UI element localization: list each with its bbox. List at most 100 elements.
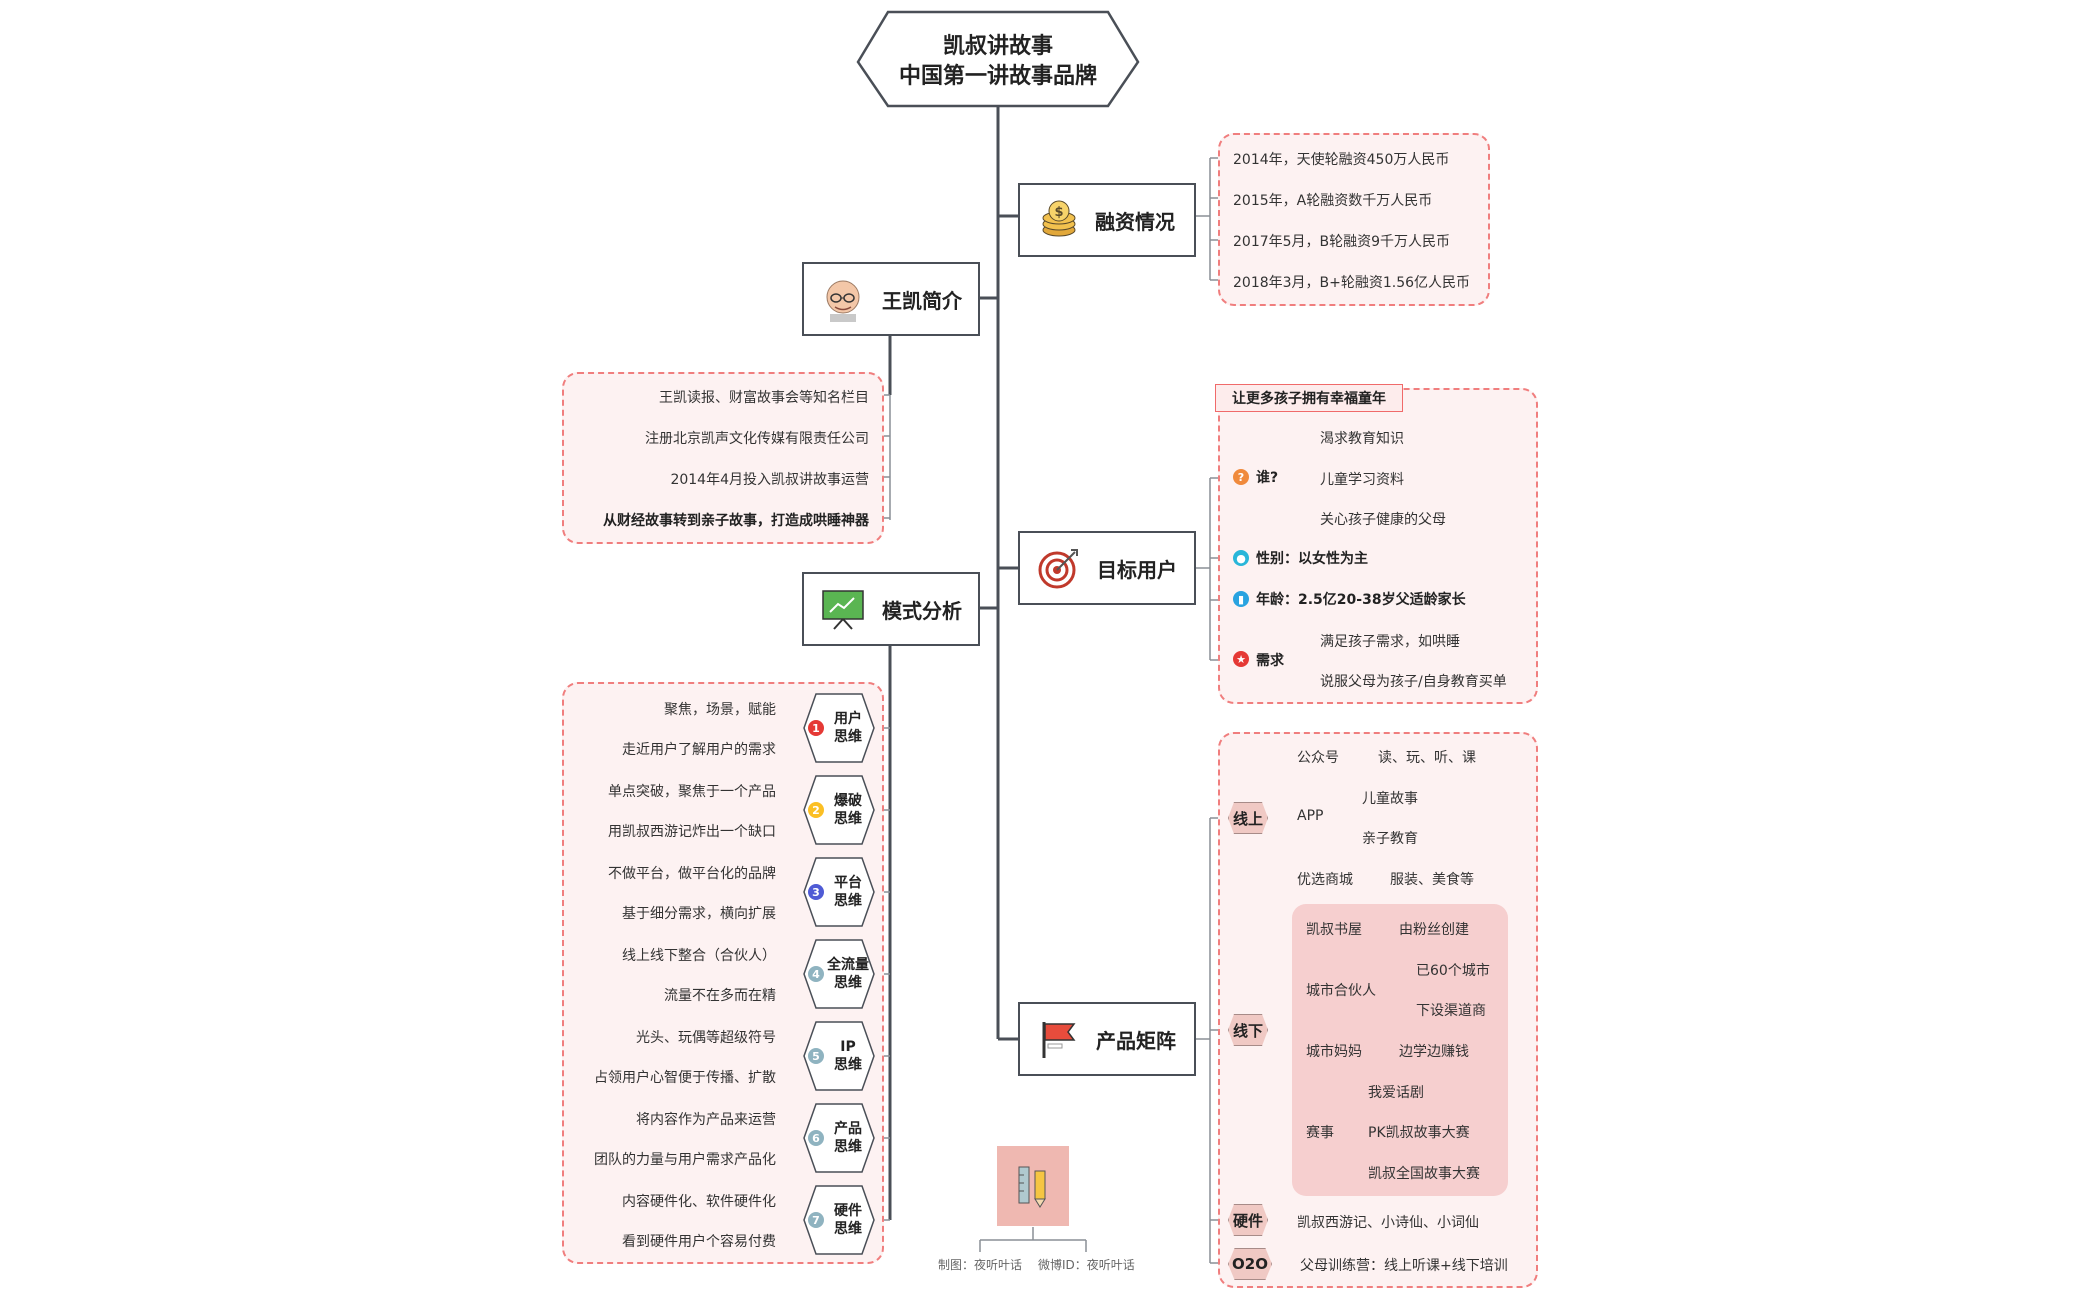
target-icon bbox=[1037, 546, 1081, 590]
offline-partner-item-2: 下设渠道商 bbox=[1416, 1003, 1486, 1019]
target-topic[interactable]: 目标用户 bbox=[1018, 531, 1196, 605]
presentation-board-icon bbox=[820, 588, 866, 630]
coins-icon: $ bbox=[1039, 200, 1079, 240]
model-item-label: IP bbox=[840, 1039, 856, 1055]
model-topic[interactable]: 模式分析 bbox=[802, 572, 980, 646]
model-item-number: 5 bbox=[808, 1048, 824, 1064]
target-needs-label: 需求 bbox=[1256, 653, 1284, 669]
online-gzh-value: 读、玩、听、课 bbox=[1378, 750, 1476, 766]
target-gender: 性别：以女性为主 bbox=[1256, 551, 1368, 567]
target-who-label: 谁? bbox=[1256, 470, 1279, 486]
offline-tag[interactable]: 线下 bbox=[1228, 1014, 1268, 1046]
ruler-pencil-icon bbox=[1018, 1166, 1046, 1208]
hardware-tag[interactable]: 硬件 bbox=[1228, 1204, 1268, 1236]
offline-partner-label: 城市合伙人 bbox=[1306, 983, 1376, 999]
model-item-number: 6 bbox=[808, 1130, 824, 1146]
offline-shop-value: 由粉丝创建 bbox=[1399, 922, 1469, 938]
model-item-text: 光头、玩偶等超级符号 bbox=[636, 1030, 776, 1046]
offline-contest-item-2: PK凯叔故事大赛 bbox=[1368, 1125, 1470, 1141]
root-title-line2: 中国第一讲故事品牌 bbox=[898, 64, 1097, 89]
profile-title: 王凯简介 bbox=[882, 288, 962, 313]
model-item-hexagon[interactable] bbox=[803, 775, 875, 845]
footer-weibo: 微博ID：夜听叶话 bbox=[1038, 1258, 1135, 1272]
model-item-label: 平台 bbox=[834, 875, 862, 891]
funding-item-1: 2014年，天使轮融资450万人民币 bbox=[1233, 152, 1450, 168]
model-item-label: 思维 bbox=[834, 1139, 862, 1155]
root-hexagon bbox=[856, 10, 1140, 108]
model-item-label: 思维 bbox=[834, 1221, 862, 1237]
flag-icon bbox=[1038, 1018, 1080, 1060]
offline-contest-item-1: 我爱话剧 bbox=[1368, 1085, 1424, 1101]
funding-title: 融资情况 bbox=[1095, 209, 1175, 234]
offline-contest-item-3: 凯叔全国故事大赛 bbox=[1368, 1166, 1480, 1182]
offline-contest-label: 赛事 bbox=[1306, 1125, 1334, 1141]
model-item-hexagon[interactable] bbox=[803, 857, 875, 927]
model-item-hexagon[interactable] bbox=[803, 693, 875, 763]
funding-item-3: 2017年5月，B轮融资9千万人民币 bbox=[1233, 234, 1451, 250]
o2o-value: 父母训练营：线上听课+线下培训 bbox=[1300, 1258, 1508, 1274]
model-item-hexagon[interactable] bbox=[803, 1185, 875, 1255]
model-item-text: 看到硬件用户个容易付费 bbox=[622, 1234, 776, 1250]
svg-text:$: $ bbox=[1054, 205, 1063, 220]
hardware-value: 凯叔西游记、小诗仙、小词仙 bbox=[1297, 1215, 1479, 1231]
person-icon: ● bbox=[1233, 550, 1249, 566]
model-item-label: 思维 bbox=[834, 811, 862, 827]
online-app-label: APP bbox=[1297, 808, 1324, 824]
model-item-label: 硬件 bbox=[834, 1203, 862, 1219]
root-title-line1: 凯叔讲故事 bbox=[942, 34, 1053, 59]
online-app-item-1: 儿童故事 bbox=[1362, 791, 1418, 807]
target-who-item-3: 关心孩子健康的父母 bbox=[1320, 512, 1446, 528]
model-item-hexagon[interactable] bbox=[803, 1103, 875, 1173]
model-item-number: 7 bbox=[808, 1212, 824, 1228]
target-needs-item-2: 说服父母为孩子/自身教育买单 bbox=[1320, 674, 1507, 690]
model-item-text: 聚焦，场景，赋能 bbox=[664, 702, 776, 718]
profile-item-4: 从财经故事转到亲子故事，打造成哄睡神器 bbox=[603, 513, 869, 529]
profile-group bbox=[562, 372, 884, 544]
profile-topic[interactable]: 王凯简介 bbox=[802, 262, 980, 336]
model-item-text: 流量不在多而在精 bbox=[664, 988, 776, 1004]
model-item-label: 思维 bbox=[834, 1057, 862, 1073]
model-item-number: 3 bbox=[808, 884, 824, 900]
model-item-text: 基于细分需求，横向扩展 bbox=[622, 906, 776, 922]
model-item-label: 思维 bbox=[834, 893, 862, 909]
model-item-number: 4 bbox=[808, 966, 824, 982]
model-item-text: 单点突破，聚焦于一个产品 bbox=[608, 784, 776, 800]
profile-item-2: 注册北京凯声文化传媒有限责任公司 bbox=[645, 431, 869, 447]
funding-topic[interactable]: $ 融资情况 bbox=[1018, 183, 1196, 257]
model-item-label: 爆破 bbox=[834, 793, 862, 809]
model-item-hexagon[interactable] bbox=[803, 939, 875, 1009]
profile-item-3: 2014年4月投入凯叔讲故事运营 bbox=[670, 472, 869, 488]
model-item-text: 将内容作为产品来运营 bbox=[636, 1112, 776, 1128]
model-item-number: 2 bbox=[808, 802, 824, 818]
offline-partner-item-1: 已60个城市 bbox=[1416, 963, 1490, 979]
model-item-label: 思维 bbox=[834, 729, 862, 745]
question-icon: ? bbox=[1233, 469, 1249, 485]
model-item-text: 内容硬件化、软件硬件化 bbox=[622, 1194, 776, 1210]
online-app-item-2: 亲子教育 bbox=[1362, 831, 1418, 847]
model-item-text: 走近用户了解用户的需求 bbox=[622, 742, 776, 758]
target-who-item-2: 儿童学习资料 bbox=[1320, 472, 1404, 488]
online-mall-value: 服装、美食等 bbox=[1390, 872, 1474, 888]
model-item-label: 产品 bbox=[834, 1121, 862, 1137]
online-mall-label: 优选商城 bbox=[1297, 872, 1353, 888]
model-title: 模式分析 bbox=[882, 598, 962, 623]
model-item-number: 1 bbox=[808, 720, 824, 736]
model-item-label: 全流量 bbox=[827, 957, 869, 973]
model-item-hexagon[interactable] bbox=[803, 1021, 875, 1091]
o2o-tag[interactable]: O2O bbox=[1228, 1248, 1272, 1280]
model-item-text: 占领用户心智便于传播、扩散 bbox=[594, 1070, 776, 1086]
chart-icon: ▮ bbox=[1233, 591, 1249, 607]
model-item-text: 不做平台，做平台化的品牌 bbox=[608, 866, 776, 882]
model-item-text: 用凯叔西游记炸出一个缺口 bbox=[608, 824, 776, 840]
product-title: 产品矩阵 bbox=[1096, 1028, 1176, 1053]
funding-item-2: 2015年，A轮融资数千万人民币 bbox=[1233, 193, 1433, 209]
product-topic[interactable]: 产品矩阵 bbox=[1018, 1002, 1196, 1076]
offline-mom-label: 城市妈妈 bbox=[1306, 1044, 1362, 1060]
offline-shop-label: 凯叔书屋 bbox=[1306, 922, 1362, 938]
online-tag[interactable]: 线上 bbox=[1228, 802, 1268, 834]
model-item-label: 用户 bbox=[834, 711, 862, 727]
funding-group bbox=[1218, 133, 1490, 306]
tools-logo bbox=[997, 1146, 1069, 1226]
offline-highlight bbox=[1292, 904, 1508, 1196]
